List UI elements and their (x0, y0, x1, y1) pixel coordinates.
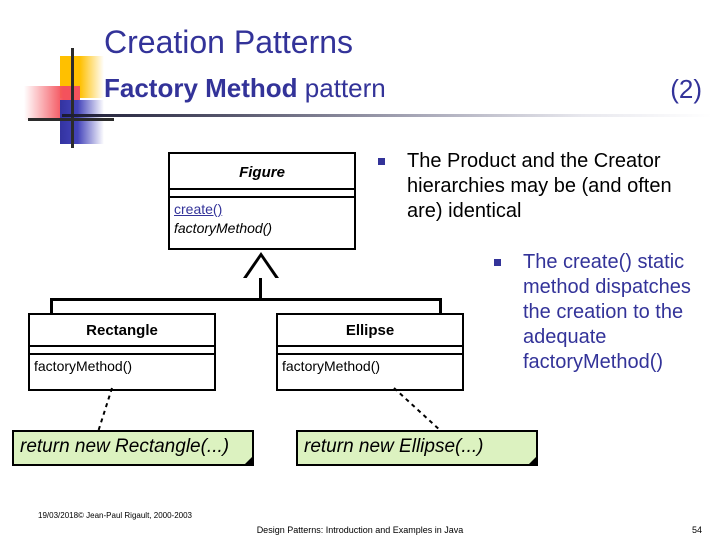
uml-class-diagram: Figure create() factoryMethod() Rectangl… (12, 152, 538, 466)
note-connector-ellipse (393, 387, 443, 433)
slide-logo-mark (18, 48, 114, 148)
uml-class-ellipse-name: Ellipse (278, 315, 462, 347)
uml-operation-factory-method-rectangle: factoryMethod() (34, 358, 133, 374)
logo-vertical-rule (71, 48, 74, 148)
generalization-arrow-fill (246, 257, 276, 279)
uml-note-ellipse: return new Ellipse(...) (296, 430, 538, 466)
uml-class-ellipse-attributes (278, 347, 462, 355)
bullet-square-icon (378, 158, 385, 165)
page-subtitle-rest: pattern (297, 73, 386, 103)
logo-horizontal-rule (28, 118, 114, 121)
footer-page-number: 54 (691, 525, 702, 535)
uml-note-ellipse-text: return new Ellipse(...) (304, 436, 484, 457)
page-title: Creation Patterns (104, 24, 354, 60)
uml-note-rectangle-text: return new Rectangle(...) (20, 436, 230, 457)
uml-note-rectangle: return new Rectangle(...) (12, 430, 254, 466)
bullet-item-create-dispatch: The create() static method dispatches th… (494, 250, 714, 375)
uml-class-rectangle-attributes (30, 347, 214, 355)
bullet-item-product-creator: The Product and the Creator hierarchies … (378, 149, 708, 224)
header-divider (62, 114, 712, 117)
page-subtitle: Factory Method pattern (104, 73, 386, 104)
page-subtitle-bold: Factory Method (104, 73, 298, 103)
note-fold-corner-icon (527, 455, 538, 466)
note-connector-rectangle (97, 387, 113, 433)
note-fold-corner-icon (243, 455, 254, 466)
uml-operation-factory-method-abstract: factoryMethod() (174, 219, 273, 236)
uml-class-ellipse-operations: factoryMethod() (278, 355, 462, 379)
uml-class-rectangle-name: Rectangle (30, 315, 214, 347)
footer-date-copyright: 19/03/2018© Jean-Paul Rigault, 2000-2003 (38, 511, 193, 520)
logo-blue-square (60, 100, 104, 144)
uml-class-figure-attributes (170, 190, 354, 198)
header-part-number: (2) (670, 74, 702, 104)
generalization-branch-bar (50, 298, 442, 301)
uml-class-figure-operations: create() factoryMethod() (170, 198, 354, 241)
uml-class-figure-name: Figure (170, 154, 354, 190)
uml-class-rectangle: Rectangle factoryMethod() (28, 313, 216, 391)
generalization-riser-ellipse (439, 298, 442, 315)
uml-operation-factory-method-ellipse: factoryMethod() (282, 358, 381, 374)
generalization-trunk-line (259, 278, 262, 300)
generalization-riser-rectangle (50, 298, 53, 315)
footer-course-title: Design Patterns: Introduction and Exampl… (256, 525, 464, 535)
bullet-item-create-dispatch-text: The create() static method dispatches th… (523, 251, 691, 373)
uml-class-ellipse: Ellipse factoryMethod() (276, 313, 464, 391)
uml-class-rectangle-operations: factoryMethod() (30, 355, 214, 379)
bullet-item-product-creator-text: The Product and the Creator hierarchies … (407, 150, 672, 222)
uml-class-figure: Figure create() factoryMethod() (168, 152, 356, 250)
bullet-square-icon (494, 259, 501, 266)
uml-operation-create: create() (174, 201, 223, 217)
